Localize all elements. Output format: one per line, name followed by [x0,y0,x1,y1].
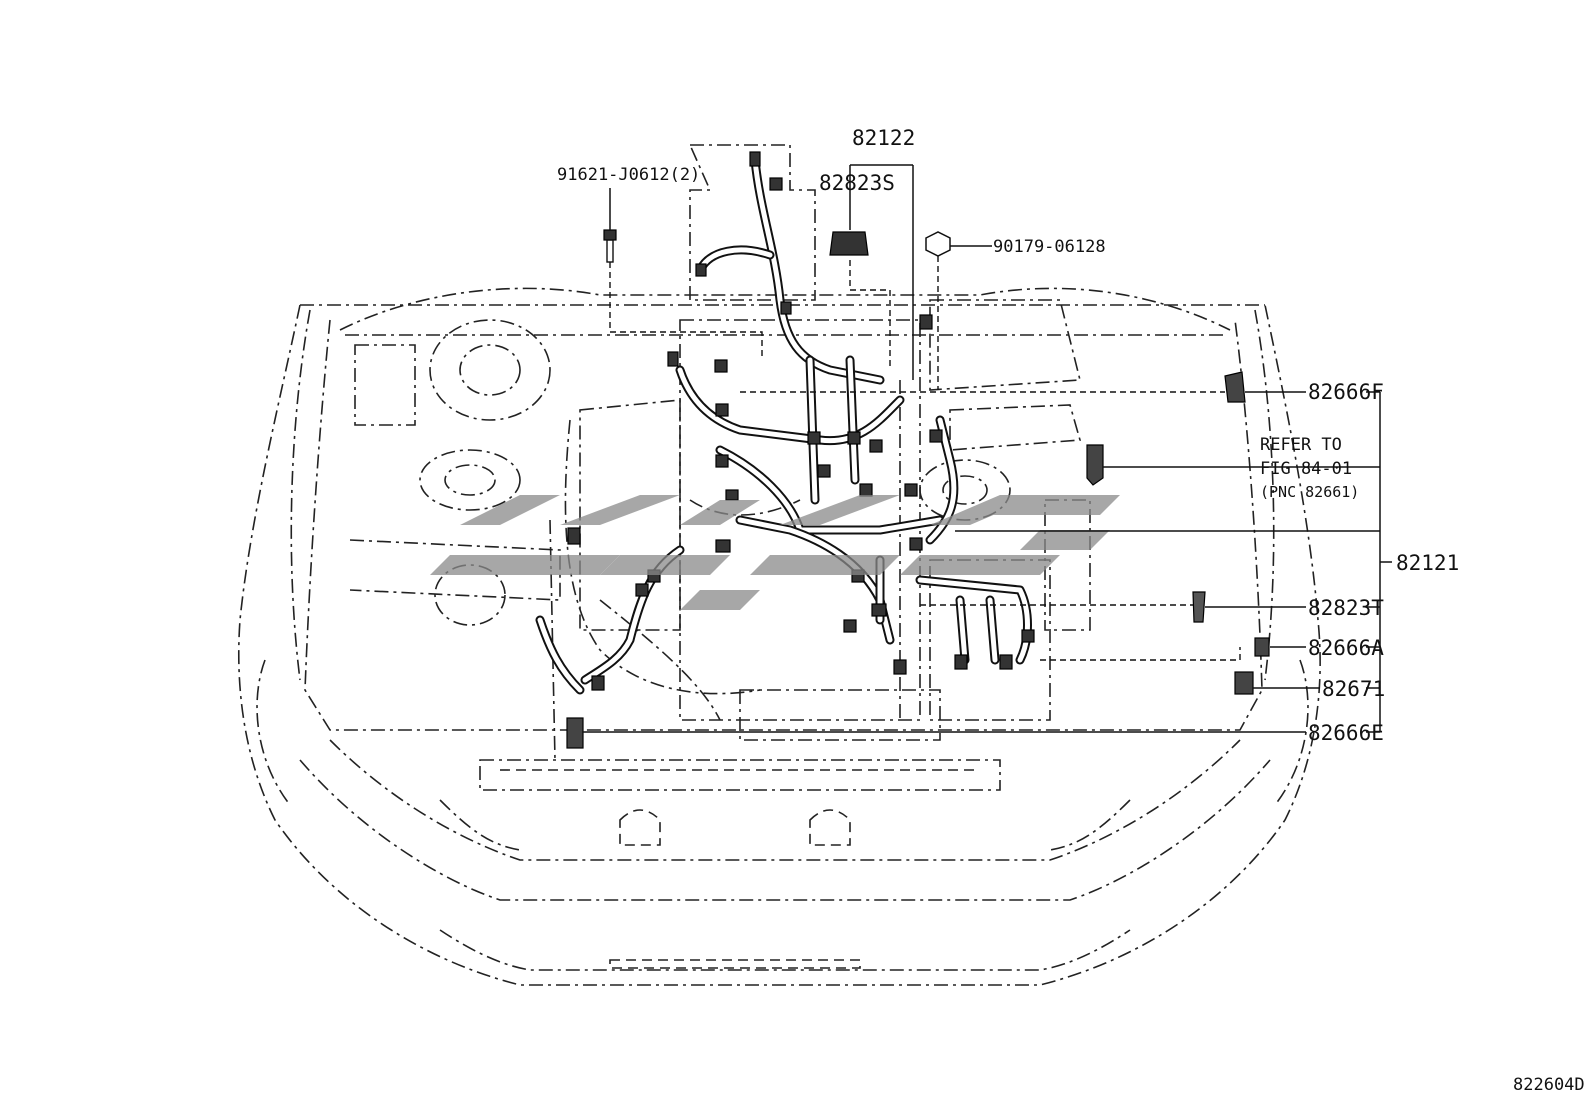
label-82666E[interactable]: 82666E [1308,721,1384,745]
figure-id: 822604D [1513,1075,1585,1095]
refer-to-line1: REFER TO [1260,435,1342,455]
label-82823S[interactable]: 82823S [819,171,895,195]
label-82666F[interactable]: 82666F [1308,380,1384,404]
label-90179-06128[interactable]: 90179-06128 [993,237,1106,257]
watermark-logo [430,495,1120,610]
parts-illustrations [566,229,1270,749]
label-82122[interactable]: 82122 [852,126,915,150]
label-82121[interactable]: 82121 [1396,551,1459,575]
leader-lines [583,164,1392,733]
refer-to-line3: (PNC 82661) [1260,483,1359,501]
part-labels: 82122 82823S 91621-J0612(2) 90179-06128 … [557,126,1585,1095]
wire-harness [535,155,1032,695]
label-91621-J0612[interactable]: 91621-J0612(2) [557,165,700,185]
label-82823T[interactable]: 82823T [1308,596,1384,620]
label-82666A[interactable]: 82666A [1308,636,1384,660]
label-82671[interactable]: 82671 [1322,677,1385,701]
vehicle-outline [238,287,1321,986]
refer-to-line2[interactable]: FIG 84-01 [1260,459,1352,479]
harness-connectors [567,151,1035,691]
